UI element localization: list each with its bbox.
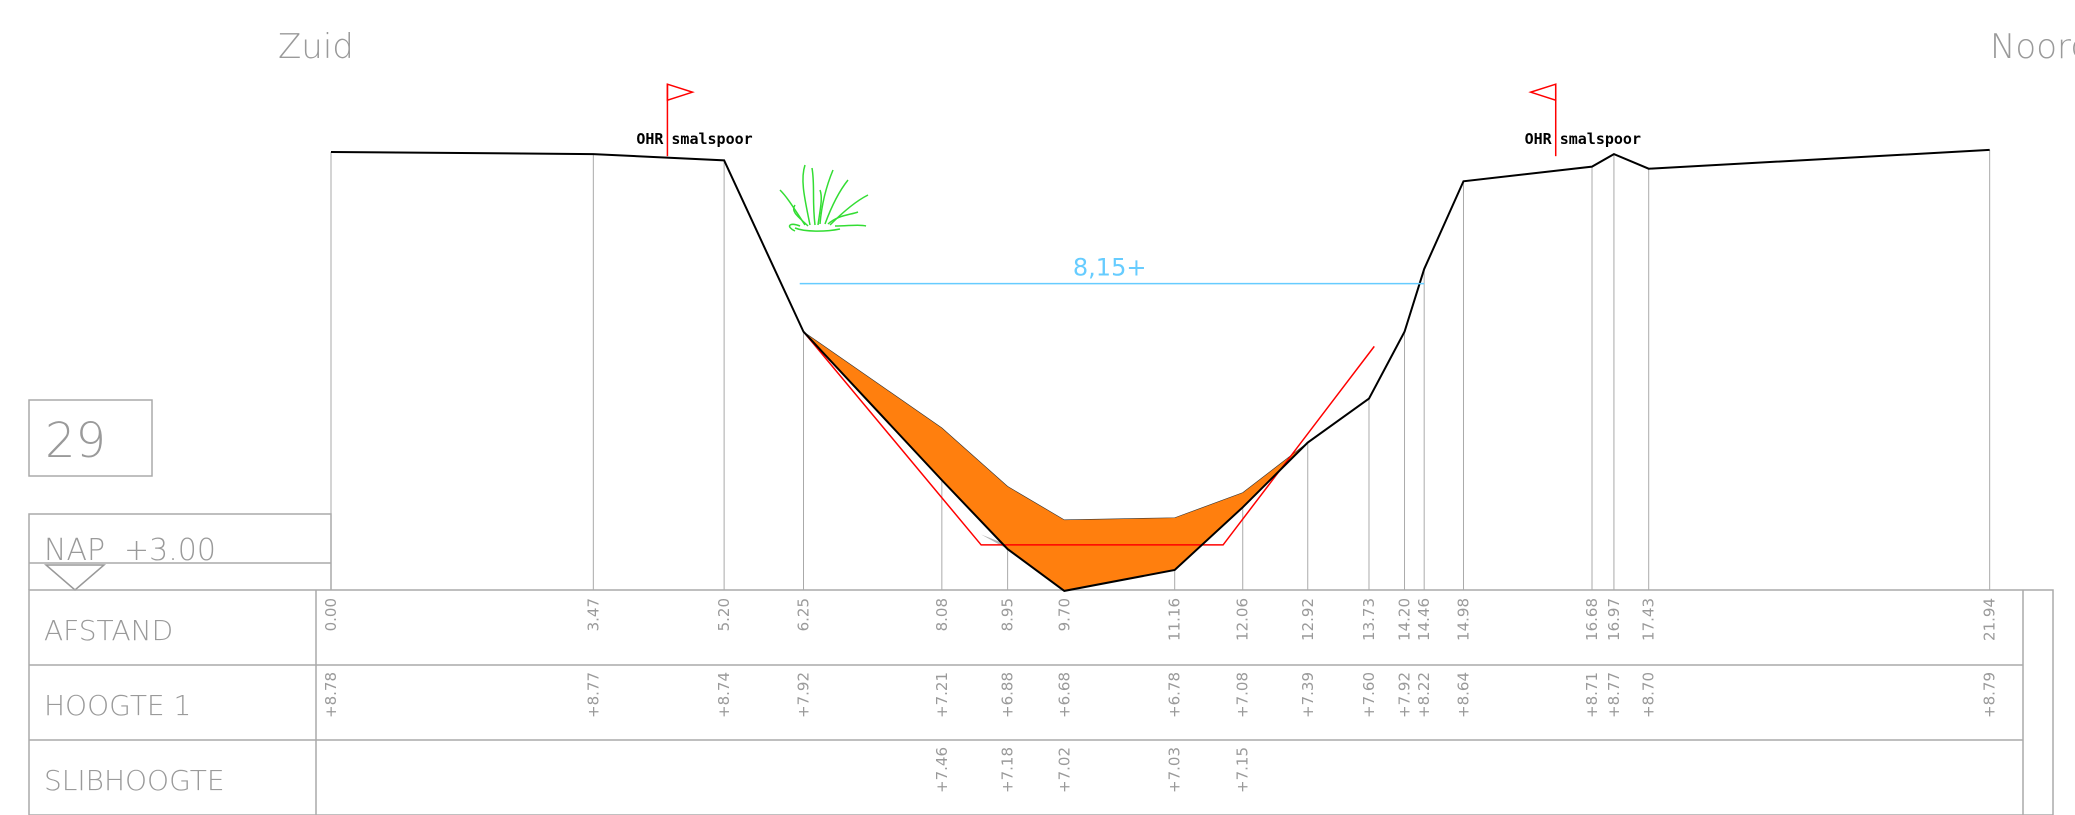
markers: OHR smalspoor OHR smalspoor	[636, 83, 1641, 157]
station-lines	[330, 149, 1991, 591]
afstand-value: 8.08	[933, 598, 951, 631]
slibhoogte-value: +7.18	[999, 747, 1017, 793]
reference-box: NAP +3.00	[28, 513, 332, 591]
hoogte-value: +6.68	[1055, 672, 1073, 718]
station-values: 0.00 +8.78 3.47 +8.77 5.20 +8.74 6.25 +7.92 8.08…	[322, 598, 1999, 793]
water-level-label: 8,15+	[1073, 254, 1147, 282]
hoogte-value: +8.22	[1415, 672, 1433, 718]
hoogte-value: +8.77	[584, 672, 602, 718]
afstand-value: 9.70	[1055, 598, 1073, 631]
hoogte-value: +8.74	[715, 672, 733, 718]
afstand-value: 14.98	[1454, 598, 1472, 641]
hoogte-value: +8.71	[1583, 672, 1601, 718]
north-label: Noord	[1990, 27, 2075, 67]
hoogte-value: +7.21	[933, 672, 951, 718]
marker-label-ohr: OHR	[636, 130, 664, 148]
marker-north: OHR smalspoor	[1525, 83, 1641, 157]
slibhoogte-value: +7.03	[1166, 747, 1184, 793]
afstand-value: 16.97	[1605, 598, 1623, 641]
sludge-layer	[803, 331, 1308, 592]
afstand-value: 8.95	[999, 598, 1017, 631]
afstand-value: 17.43	[1640, 598, 1658, 641]
afstand-value: 21.94	[1981, 598, 1999, 641]
afstand-value: 12.92	[1299, 598, 1317, 641]
afstand-value: 16.68	[1583, 598, 1601, 641]
row-label-slibhoogte: SLIBHOOGTE	[44, 764, 225, 797]
datum-level: +3.00	[124, 533, 216, 568]
slibhoogte-value: +7.15	[1234, 747, 1252, 793]
south-label: Zuid	[278, 27, 354, 67]
flag-icon	[1528, 83, 1557, 102]
design-profile-line	[802, 331, 1375, 546]
hoogte-value: +8.78	[322, 672, 340, 718]
afstand-value: 13.73	[1360, 598, 1378, 641]
profile-number: 29	[45, 413, 106, 469]
datum-triangle	[43, 564, 107, 591]
hoogte-value: +7.92	[1396, 672, 1414, 718]
row-label-afstand: AFSTAND	[44, 614, 173, 647]
slibhoogte-value: +7.02	[1055, 747, 1073, 793]
afstand-value: 12.06	[1234, 598, 1252, 641]
afstand-value: 3.47	[584, 598, 602, 631]
ground-profile-line	[330, 148, 1990, 592]
datum-label: NAP	[44, 533, 105, 568]
hoogte-value: +7.92	[795, 672, 813, 718]
marker-label-smalspoor: smalspoor	[1560, 130, 1641, 148]
hoogte-value: +8.70	[1640, 672, 1658, 718]
data-table: AFSTAND HOOGTE 1 SLIBHOOGTE	[28, 589, 2054, 815]
hoogte-value: +8.64	[1454, 672, 1472, 718]
marker-south: OHR smalspoor	[636, 83, 753, 157]
afstand-value: 0.00	[322, 598, 340, 631]
afstand-value: 14.20	[1396, 598, 1414, 641]
slibhoogte-value: +7.46	[933, 747, 951, 793]
hoogte-value: +7.08	[1234, 672, 1252, 718]
hoogte-value: +8.79	[1981, 672, 1999, 718]
afstand-value: 14.46	[1415, 598, 1433, 641]
flag-icon	[666, 83, 695, 102]
marker-label-smalspoor: smalspoor	[671, 130, 752, 148]
hoogte-value: +7.60	[1360, 672, 1378, 718]
profile-number-box	[28, 399, 153, 477]
afstand-value: 5.20	[715, 598, 733, 631]
hoogte-value: +6.88	[999, 672, 1017, 718]
afstand-value: 11.16	[1166, 598, 1184, 641]
hoogte-value: +6.78	[1166, 672, 1184, 718]
marker-label-ohr: OHR	[1525, 130, 1553, 148]
row-label-hoogte: HOOGTE 1	[44, 689, 191, 722]
hoogte-value: +8.77	[1605, 672, 1623, 718]
hoogte-value: +7.39	[1299, 672, 1317, 718]
vegetation-icon	[779, 164, 869, 232]
afstand-value: 6.25	[795, 598, 813, 631]
